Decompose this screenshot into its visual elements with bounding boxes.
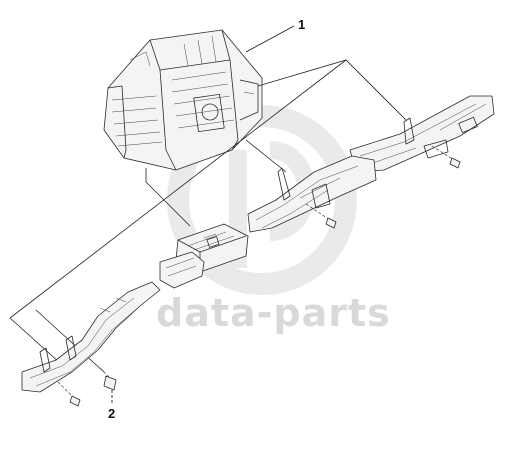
callout-1-label: 1 bbox=[298, 17, 305, 32]
screw-left bbox=[57, 381, 81, 407]
reference-lines bbox=[9, 59, 407, 373]
watermark-text: data-parts bbox=[156, 291, 391, 335]
callout-2-label: 2 bbox=[108, 406, 115, 421]
rear-duct-left bbox=[21, 281, 161, 393]
lower-connector bbox=[159, 251, 205, 289]
callout-2: 2 bbox=[108, 390, 115, 421]
fastener-part-2 bbox=[99, 367, 117, 391]
middle-duct bbox=[247, 155, 377, 233]
screw-right-upper bbox=[431, 145, 461, 169]
callout-1: 1 bbox=[245, 17, 305, 53]
screw-middle bbox=[305, 203, 337, 229]
hvac-unit bbox=[103, 29, 263, 171]
